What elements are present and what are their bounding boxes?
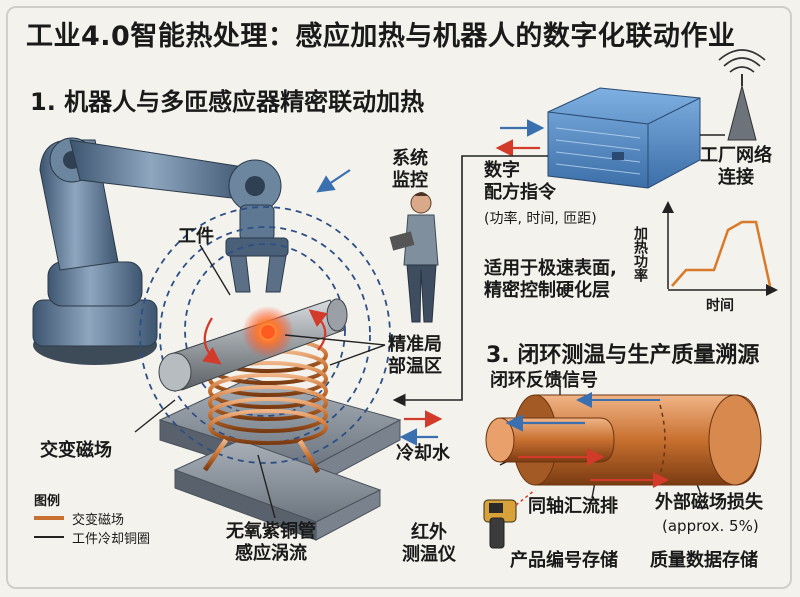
page-title: 工业4.0智能热处理：感应加热与机器人的数字化联动作业	[26, 21, 736, 52]
chart-series-line	[671, 220, 772, 287]
legend-item-coil: 工件冷却铜圈	[72, 532, 151, 547]
label-recipe-params: (功率, 时间, 匝距)	[484, 211, 597, 227]
chart-x-axis-label: 时间	[706, 298, 734, 314]
label-precise-zone: 精准局部温区	[388, 334, 442, 377]
operator-figure	[389, 192, 439, 323]
label-factory-network: 工厂网络连接	[700, 145, 772, 188]
label-system-monitor: 系统监控	[392, 148, 428, 191]
section-3-title: 3. 闭环测温与生产质量溯源	[486, 343, 760, 368]
robot-arm	[32, 137, 289, 365]
antenna-icon	[718, 49, 766, 141]
section-1-title: 1. 机器人与多匝感应器精密联动加热	[30, 88, 425, 116]
label-cooling-water: 冷却水	[396, 443, 450, 464]
label-quality-data: 质量数据存储	[650, 550, 758, 571]
ir-thermometer-icon	[483, 489, 536, 549]
legend-item-field: 交变磁场	[72, 513, 125, 528]
power-chart	[662, 201, 778, 296]
eddy-arrow-left	[202, 317, 222, 365]
label-ir-thermometer: 红外测温仪	[402, 522, 456, 565]
plc-control-unit	[547, 87, 701, 189]
eddy-arrow-right	[308, 309, 328, 351]
base-platform	[158, 377, 402, 541]
signal-lines	[316, 119, 725, 446]
page-frame	[6, 6, 792, 589]
legend-swatches	[34, 516, 64, 538]
label-closed-loop: 闭环反馈信号	[490, 370, 598, 391]
label-product-id: 产品编号存储	[510, 550, 618, 571]
chart-y-axis-label: 加热功率	[632, 226, 648, 282]
label-coaxial-busbar: 同轴汇流排	[528, 496, 618, 517]
label-workpiece: 工件	[178, 226, 214, 247]
label-fast-surface: 适用于极速表面,精密控制硬化层	[484, 258, 617, 301]
label-digital-recipe: 数字配方指令	[484, 160, 556, 203]
label-alternating-field: 交变磁场	[40, 440, 112, 461]
label-external-loss-pct: (approx. 5%)	[662, 517, 759, 535]
workpiece-rod	[158, 298, 348, 392]
label-copper-tube: 无氧紫铜管感应涡流	[226, 521, 316, 564]
coaxial-busbar	[485, 392, 762, 488]
legend-title: 图例	[34, 494, 61, 509]
label-external-loss: 外部磁场损失	[655, 492, 763, 513]
